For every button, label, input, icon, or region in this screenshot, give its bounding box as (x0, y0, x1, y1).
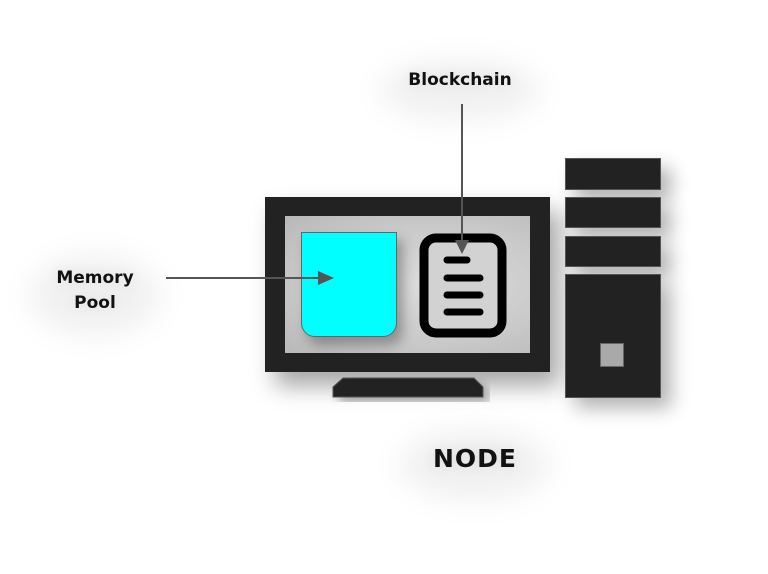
tower-drive-bay (565, 197, 661, 228)
label-glow (30, 255, 160, 335)
label-glow (380, 60, 540, 120)
blockchain-label: Blockchain (408, 70, 512, 90)
tower-drive-bay (565, 236, 661, 267)
blockchain-document-icon (419, 233, 507, 338)
blockchain-arrow (455, 104, 469, 254)
memory-pool-label: Memory Pool (56, 268, 134, 313)
label-glow (400, 430, 550, 500)
monitor-stand (332, 377, 484, 398)
tower-drive-bay (565, 158, 661, 190)
memory-pool-container (301, 232, 397, 337)
power-button-icon (600, 343, 624, 367)
tower-body (565, 274, 661, 398)
memory-pool-arrow (166, 271, 334, 285)
node-label: NODE (432, 444, 517, 473)
